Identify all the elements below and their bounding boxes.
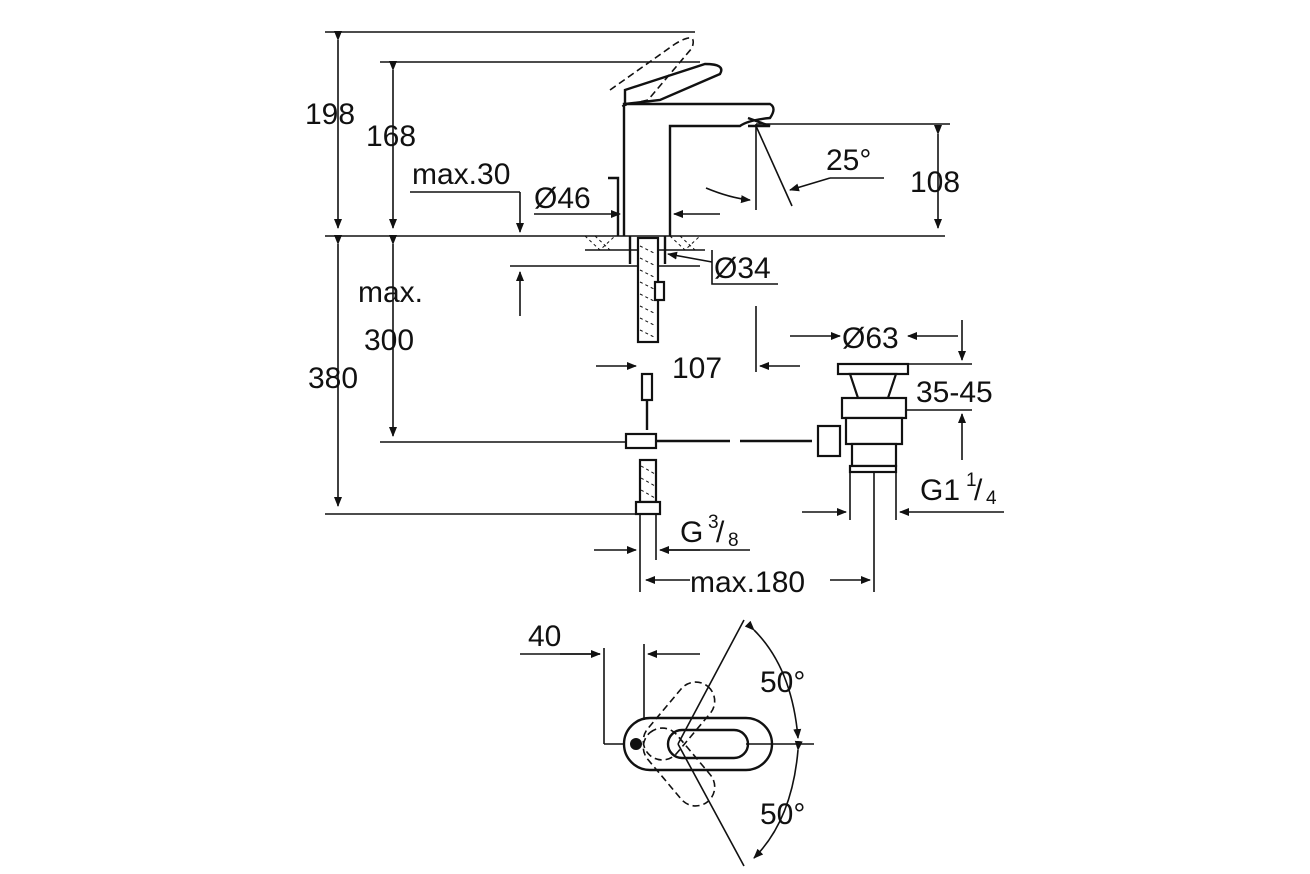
spout-dimensions: 108 25° (705, 123, 960, 229)
dim-50deg-bottom: 50° (760, 798, 805, 831)
deck-dimensions: max.30 Ø46 Ø34 (410, 158, 778, 316)
svg-text:/: / (716, 516, 725, 549)
dim-d63: Ø63 (842, 322, 899, 355)
dim-40: 40 (528, 620, 561, 653)
dim-g38-main: G (680, 516, 703, 549)
lever-raised (609, 37, 694, 107)
dim-g38-den: 8 (728, 530, 739, 551)
dim-max30: max.30 (412, 158, 510, 191)
reach-dimension: 107 (596, 306, 800, 385)
lever (623, 62, 723, 106)
dim-max: max. (358, 276, 423, 309)
linkage (624, 372, 812, 516)
dim-g114-den: 4 (986, 488, 997, 509)
dim-380: 380 (308, 362, 358, 395)
dim-198: 198 (305, 98, 355, 131)
rod-clamp (624, 432, 658, 450)
height-dimensions: 198 168 max. 300 380 (305, 31, 700, 515)
dim-50deg-top: 50° (760, 666, 805, 699)
dim-max180: max.180 (690, 566, 805, 599)
faucet-top-view: 40 50° 50° (520, 619, 814, 867)
pop-up-waste: Ø63 35-45 G1 1 / 4 (790, 320, 1004, 520)
dim-300: 300 (364, 324, 414, 357)
hose-thread-dimensions: G 3 / 8 max.180 (594, 472, 875, 599)
dim-d34: Ø34 (714, 252, 771, 285)
dim-g38-num: 3 (708, 512, 719, 533)
dim-g114-main: G1 (920, 474, 960, 507)
dim-25deg: 25° (826, 144, 871, 177)
dim-107: 107 (672, 352, 722, 385)
pop-up-rod (608, 176, 620, 236)
dim-g114-num: 1 (966, 470, 977, 491)
svg-text:/: / (974, 474, 983, 507)
faucet-body (622, 102, 775, 236)
dim-35-45: 35-45 (916, 376, 993, 409)
dim-168: 168 (366, 120, 416, 153)
dim-d46: Ø46 (534, 182, 591, 215)
dim-108: 108 (910, 166, 960, 199)
